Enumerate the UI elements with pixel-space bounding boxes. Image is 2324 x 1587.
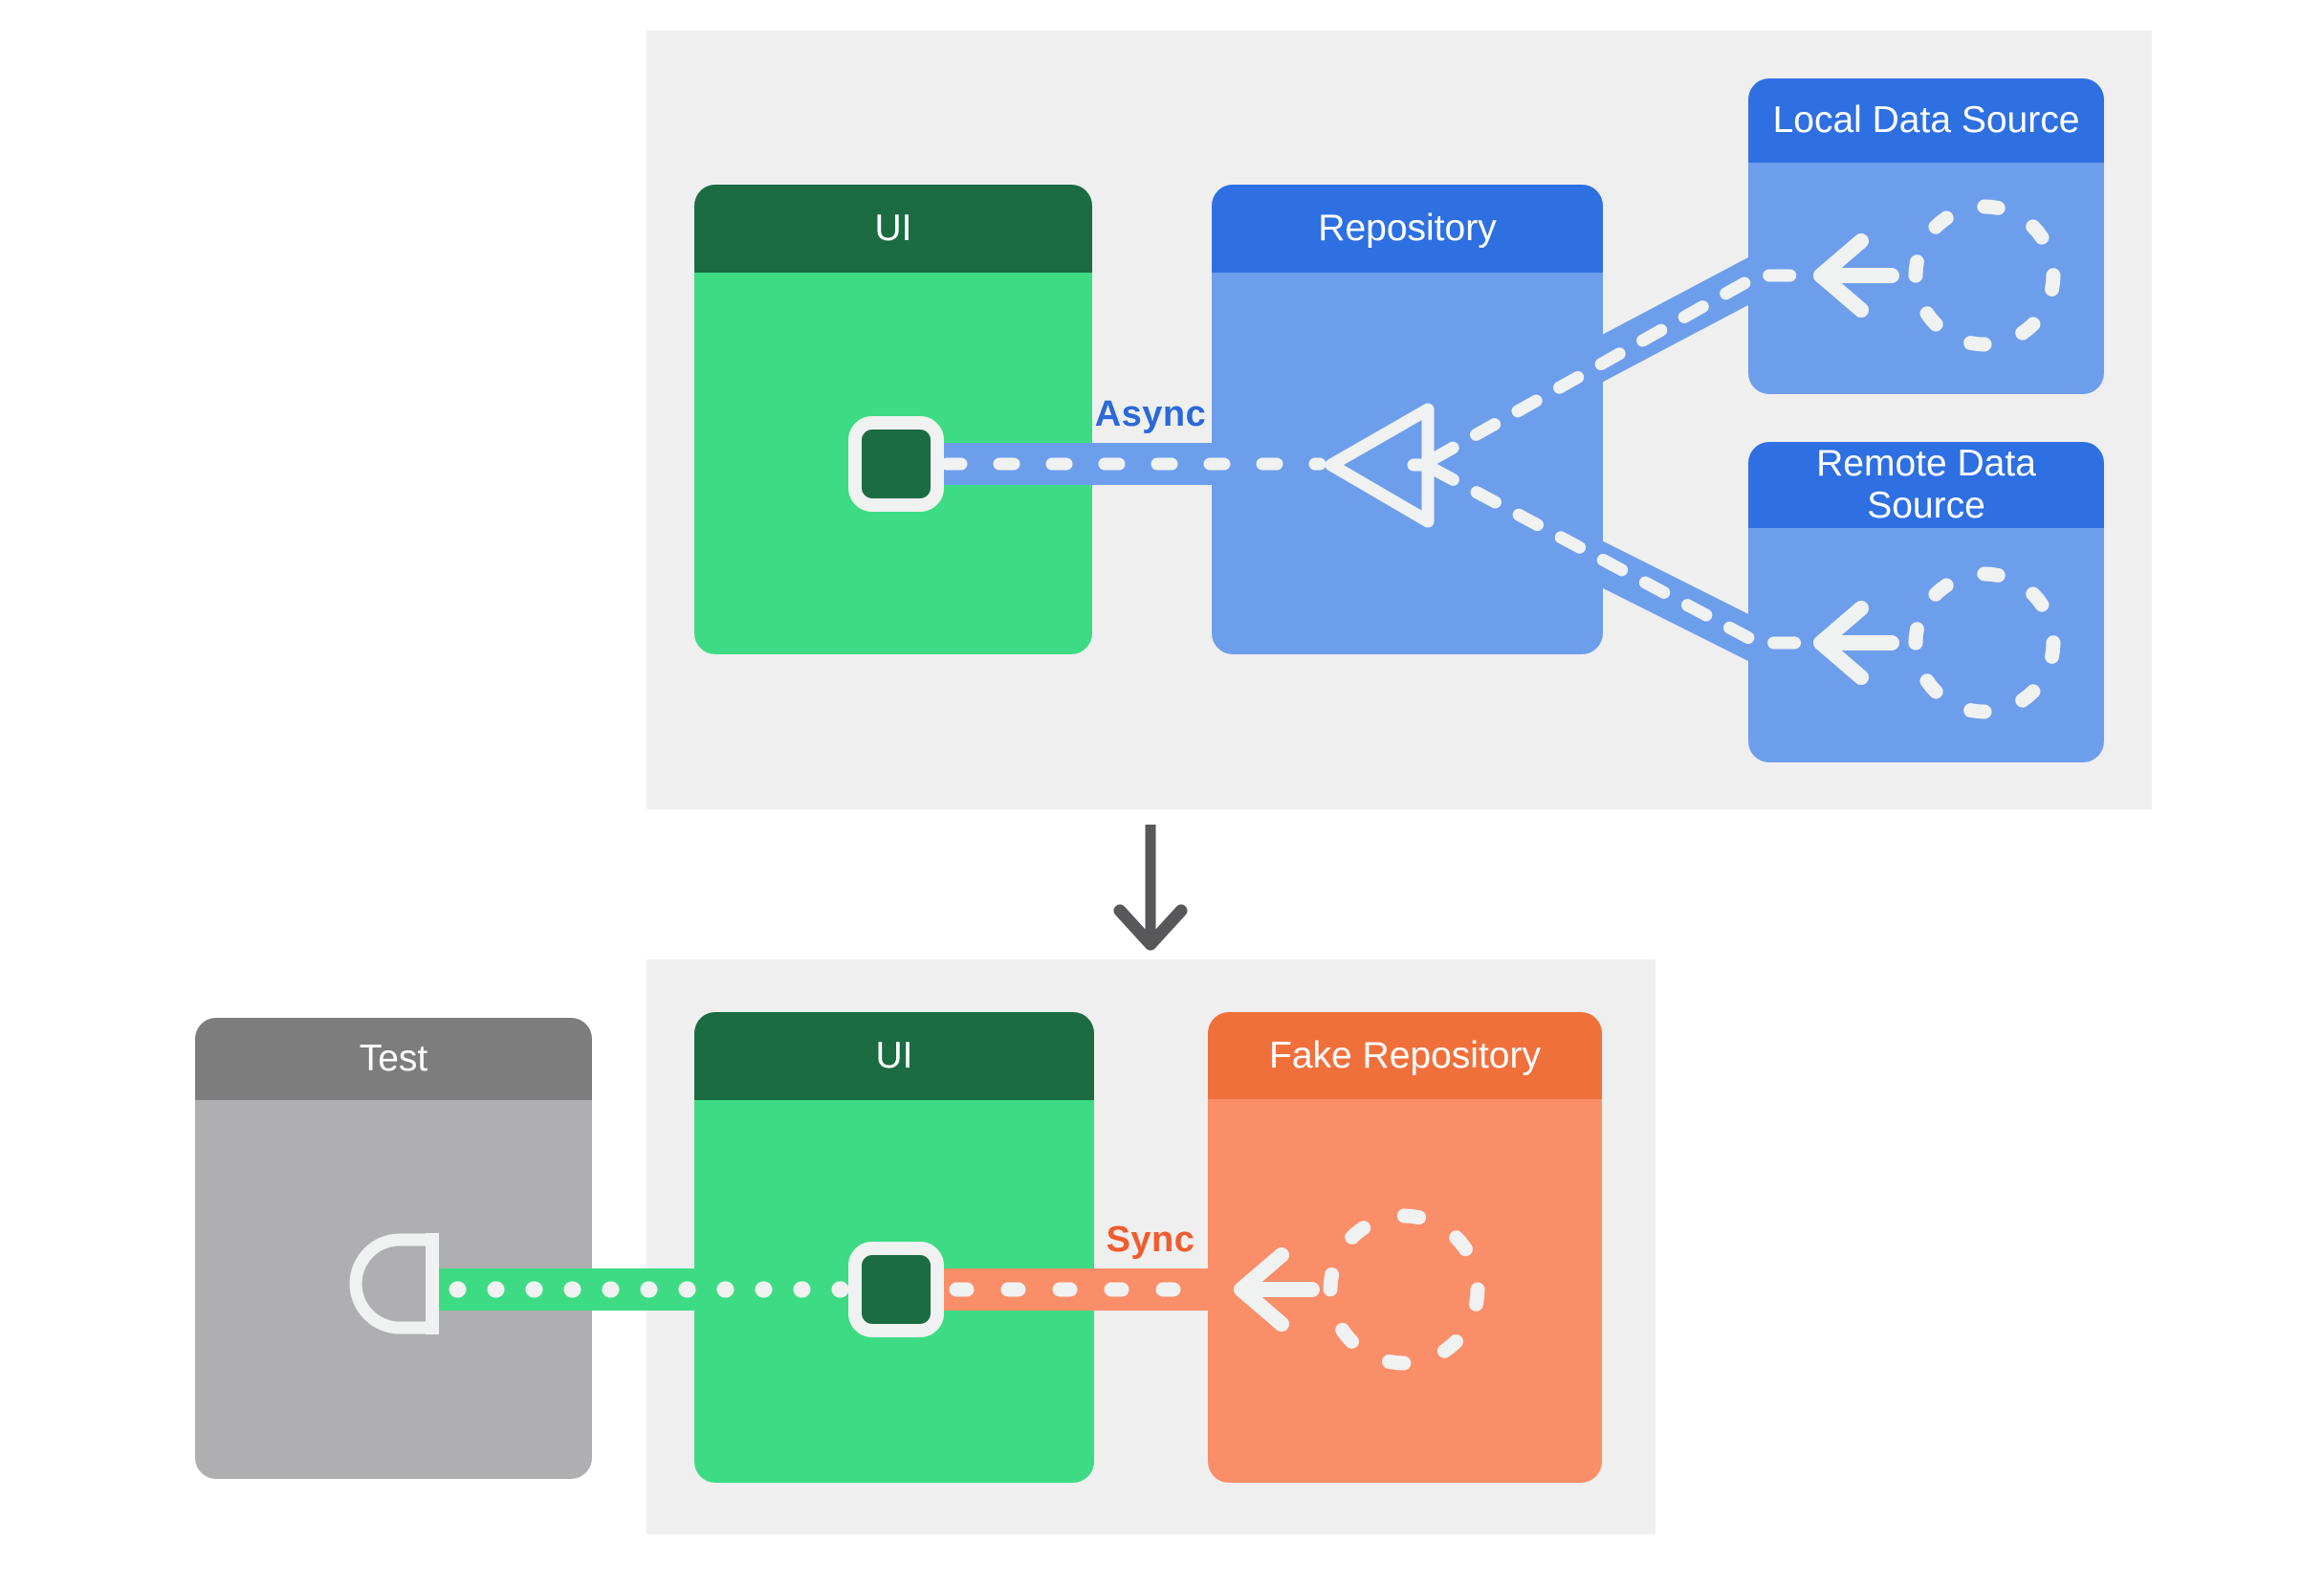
remote-data-source-header: Remote Data Source: [1748, 442, 2104, 528]
section-flow-down-arrow-icon: [1113, 825, 1188, 951]
ui-card-test-section: UI: [694, 1012, 1094, 1483]
remote-data-source-body: [1748, 528, 2104, 762]
ui-card-test-header: UI: [694, 1012, 1094, 1100]
repository-card-title: Repository: [1318, 208, 1497, 249]
ui-card: UI: [694, 185, 1092, 654]
remote-data-source-title: Remote Data Source: [1816, 443, 2036, 526]
repository-card-body: [1212, 273, 1603, 654]
test-card: Test: [195, 1018, 592, 1479]
local-data-source-title: Local Data Source: [1772, 99, 2080, 141]
sync-label: Sync: [1106, 1220, 1195, 1260]
fake-repository-header: Fake Repository: [1208, 1012, 1602, 1099]
test-card-title: Test: [359, 1038, 428, 1079]
local-data-source-body: [1748, 163, 2104, 394]
repository-card-header: Repository: [1212, 185, 1603, 273]
test-card-header: Test: [195, 1018, 592, 1100]
local-data-source-header: Local Data Source: [1748, 78, 2104, 163]
repository-card: Repository: [1212, 185, 1603, 654]
test-card-body: [195, 1100, 592, 1479]
local-data-source-card: Local Data Source: [1748, 78, 2104, 394]
async-label: Async: [1094, 394, 1207, 434]
fake-repository-title: Fake Repository: [1269, 1034, 1541, 1076]
ui-card-title: UI: [874, 208, 912, 249]
ui-card-header: UI: [694, 185, 1092, 273]
remote-data-source-card: Remote Data Source: [1748, 442, 2104, 762]
ui-card-test-body: [694, 1100, 1094, 1483]
fake-repository-body: [1208, 1099, 1602, 1483]
ui-card-test-title: UI: [875, 1035, 913, 1076]
ui-card-body: [694, 273, 1092, 654]
fake-repository-card: Fake Repository: [1208, 1012, 1602, 1483]
